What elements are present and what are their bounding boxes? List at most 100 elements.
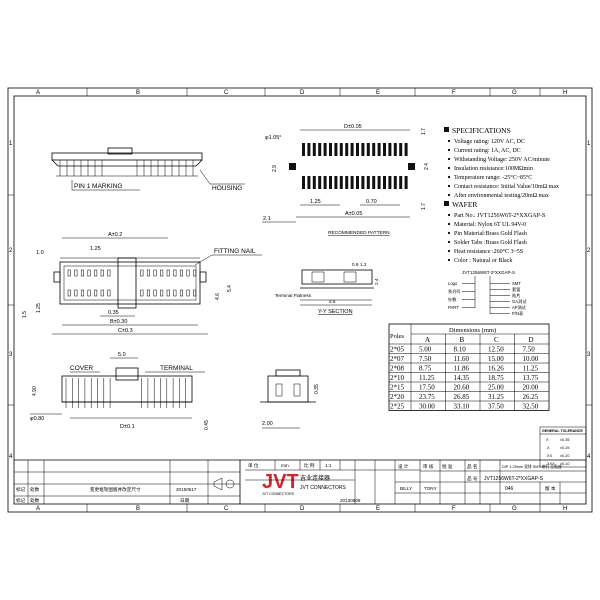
pad	[366, 176, 370, 189]
pad	[318, 143, 322, 156]
col-label-top: D	[300, 90, 305, 96]
bullet	[447, 175, 451, 179]
housing-label: HOUSING	[212, 185, 242, 192]
pad	[388, 143, 392, 156]
row-label: 3	[587, 352, 591, 358]
row-markers: 1 2 3 4 1 2 3 4	[8, 141, 592, 460]
partcode-left-label: PART	[448, 305, 459, 310]
table-cell: 11.25	[419, 374, 435, 382]
table-cell: 11.60	[454, 355, 470, 363]
topview-pin	[193, 269, 197, 277]
pad	[334, 176, 338, 189]
pad	[356, 143, 359, 156]
drawn-by: BILLY	[400, 486, 412, 491]
table-cell: 30.00	[419, 403, 435, 411]
pad	[372, 143, 376, 156]
topview-pin	[146, 289, 150, 297]
dim-0-70: 0.70	[366, 199, 377, 205]
tolerance-key: .XXX	[546, 462, 555, 466]
table-header: D	[529, 336, 534, 344]
side-view-housing: PIN 1 MARKING HOUSING	[51, 147, 245, 192]
pin1-marking-label: PIN 1 MARKING	[74, 183, 122, 190]
fitting-nail-label: FITTING NAIL	[214, 248, 256, 255]
table-cell: 17.50	[419, 384, 435, 392]
title-block: 标记 处数 变更框架图版并改定尺寸 20150517 标记 处数 日期 JVT …	[14, 459, 586, 504]
recommended-pattern-label: RECOMMENDED PATTERN	[328, 230, 390, 236]
topview-pin	[140, 269, 144, 277]
col-label-bottom: F	[452, 506, 456, 512]
row-label: 3	[9, 352, 13, 358]
row-label: 1	[9, 141, 13, 147]
partcode-diagram: JVT1256W6T-2*XXGAP-S Logo系列号针数PARTSMT套管贴…	[448, 270, 527, 317]
pad	[339, 143, 343, 156]
table-cell: 2*05	[390, 346, 405, 354]
pad	[339, 176, 343, 189]
pad	[350, 143, 354, 156]
col-label-top: F	[452, 90, 456, 96]
pad	[307, 176, 311, 189]
dim-c03: C±0.3	[118, 328, 133, 334]
topview-pin	[173, 269, 177, 277]
dim-b03: B±0.30	[110, 319, 127, 325]
tolerance-value: ±0.10	[560, 462, 569, 466]
topview-pin	[153, 269, 157, 277]
pad	[345, 143, 349, 156]
dim-a005: A±0.05	[345, 211, 362, 217]
tolerance-title: GENERAL TOLERANCE	[542, 429, 583, 433]
dim-2-9: 2.9	[272, 165, 278, 172]
rev-note: 变更框架图版并改定尺寸	[90, 486, 141, 493]
table-corner: Poles	[390, 333, 405, 340]
table-cell: 13.75	[523, 374, 539, 382]
no-label: 品 号	[467, 476, 478, 482]
spec-item: Withstanding Voltage: 250V AC/minute	[454, 157, 550, 163]
bullet	[447, 139, 451, 143]
projection-symbol-circle	[225, 479, 235, 489]
specifications: SPECIFICATIONS Voltage rating: 120V AC, …	[444, 126, 559, 264]
bullet	[447, 258, 451, 262]
tolerance-value: ±0.25	[560, 446, 569, 450]
row-label: 1	[587, 141, 591, 147]
topview-pin	[186, 269, 190, 277]
check-label: 审 核	[423, 463, 434, 470]
pad	[307, 143, 311, 156]
partcode-left-label: Logo	[448, 281, 458, 286]
table-cell: 25.00	[488, 384, 504, 392]
dim-1-7b: 1.7	[421, 203, 427, 210]
dim-0-45: 0.45	[204, 420, 210, 430]
table-cell: 7.50	[419, 355, 432, 363]
table-cell: 32.50	[523, 403, 539, 411]
unit-value: mm	[281, 463, 289, 468]
wafer-item: Solder Tabs :Brass Gold Flash	[454, 240, 527, 246]
end-view: 0.35 2.00	[260, 369, 320, 429]
pad	[393, 176, 397, 189]
draw-label: 设 计	[398, 463, 409, 470]
tolerance-key: .XX	[546, 454, 553, 458]
topview-pin	[74, 269, 78, 277]
row-label: 4	[587, 454, 591, 460]
col-label-top: A	[36, 90, 40, 96]
approve-label: 批 准	[442, 463, 453, 470]
topview-pin	[186, 289, 190, 297]
topview-pin	[74, 289, 78, 297]
company-cn: 吉业连接器	[300, 474, 330, 482]
col-label-bottom: C	[224, 506, 229, 512]
terminal-label: TERMINAL	[160, 365, 193, 372]
table-cell: 15.00	[488, 355, 504, 363]
dim-0-80: φ0.80	[30, 416, 44, 422]
pad	[323, 176, 327, 189]
topview-pin	[67, 289, 71, 297]
recommended-pattern: D±0.05 φ1.05° 1.7 2.4 2.9 1.7 1.25 0.70 …	[262, 124, 430, 236]
col-label-bottom: D	[300, 506, 305, 512]
pad	[388, 176, 392, 189]
dim-1-25: 1.25	[310, 199, 321, 205]
tolerance-key: .X	[546, 446, 550, 450]
wafer-item: Material: Nylon 6T UL 94V-0	[454, 222, 526, 228]
topview-pin	[100, 269, 104, 277]
dim-4-6: 4.6	[215, 293, 221, 300]
tolerance-key: X	[546, 438, 549, 442]
table-cell: 12.50	[488, 346, 504, 354]
topview-pin	[100, 289, 104, 297]
dim-5-0: 5.0	[118, 352, 126, 358]
version-label: 版 本	[545, 485, 556, 492]
